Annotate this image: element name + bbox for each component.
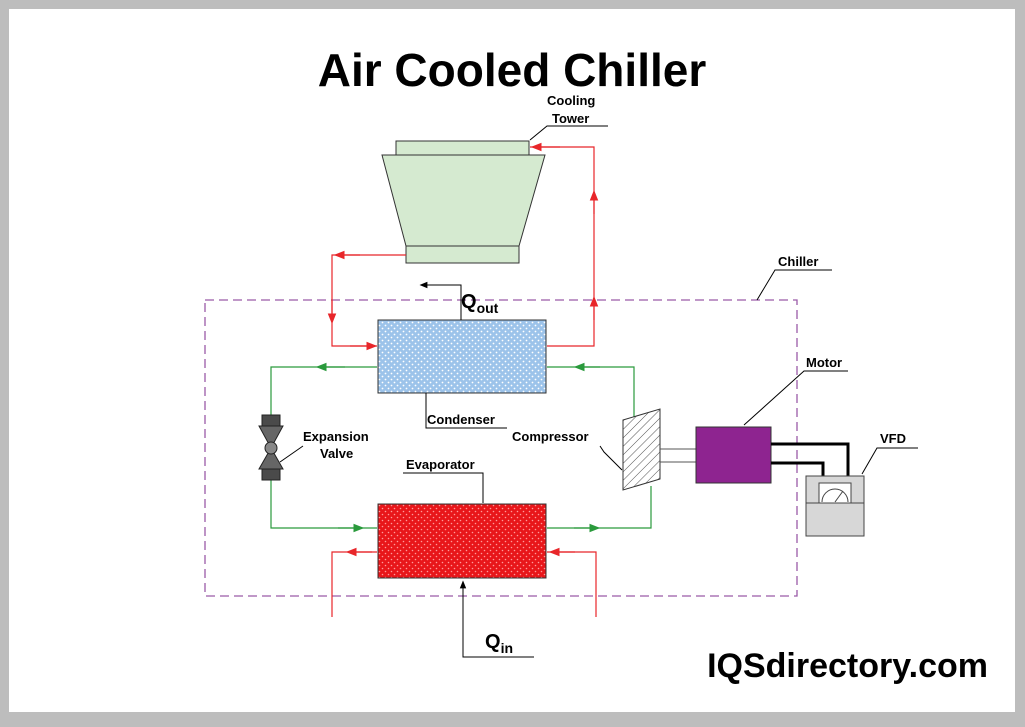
evaporator-label: Evaporator [403,457,484,503]
refrigerant-loop [270,362,652,533]
q-out-label: Qout [461,291,499,316]
condenser [377,319,547,394]
compressor-motor-shaft [660,448,696,463]
svg-text:VFD: VFD [880,431,906,446]
diagram-title: Air Cooled Chiller [318,44,707,96]
svg-text:Valve: Valve [320,446,353,461]
vfd-gauge-needle [834,490,844,503]
compressor-label: Compressor [512,429,623,471]
chilled-water-loop [331,547,597,617]
cooling-tower-label: Cooling Tower [529,93,608,141]
motor-vfd-cables [771,442,850,478]
cooling-tower [381,140,546,264]
expansion-valve-label: Expansion Valve [279,429,369,463]
svg-text:Cooling: Cooling [547,93,595,108]
chiller-label: Chiller [756,254,832,301]
expansion-valve [258,414,284,481]
condenser-label: Condenser [425,393,507,429]
compressor [622,408,661,491]
motor-label: Motor [743,355,848,426]
q-out-arrow [419,281,462,320]
svg-text:Tower: Tower [552,111,589,126]
vfd-label: VFD [861,431,918,475]
svg-text:Evaporator: Evaporator [406,457,475,472]
condenser-water-loop [327,142,599,351]
svg-text:Motor: Motor [806,355,842,370]
svg-text:Chiller: Chiller [778,254,818,269]
vfd [805,475,865,537]
motor [695,426,772,484]
svg-text:Condenser: Condenser [427,412,495,427]
q-in-arrow [459,580,534,658]
chiller-boundary [204,299,798,597]
svg-text:Compressor: Compressor [512,429,589,444]
q-in-label: Qin [485,631,513,656]
evaporator [377,503,547,579]
svg-text:Expansion: Expansion [303,429,369,444]
brand-logo-text[interactable]: IQSdirectory.com [707,647,988,685]
